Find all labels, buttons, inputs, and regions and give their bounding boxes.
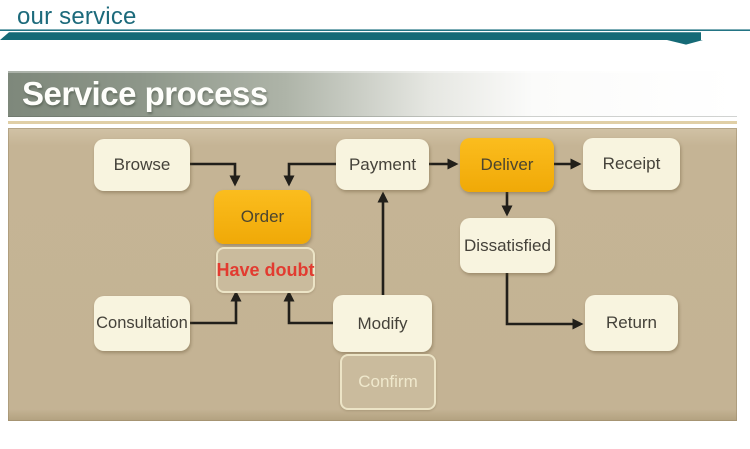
node-order: Order — [214, 190, 311, 244]
teal-ribbon-divider — [0, 29, 750, 45]
node-modify: Modify — [333, 295, 432, 352]
edge-modify-to-have-doubt — [283, 290, 333, 325]
banner-underline — [8, 121, 737, 124]
thin-rule — [0, 29, 750, 31]
node-payment: Payment — [336, 139, 429, 190]
node-consultation: Consultation — [94, 296, 190, 351]
edge-payment-to-order — [283, 162, 336, 187]
flow-arrows-layer — [190, 158, 584, 330]
node-confirm: Confirm — [340, 354, 436, 410]
edge-dissatisfied-to-return — [505, 273, 584, 330]
node-deliver: Deliver — [460, 138, 554, 192]
node-browse: Browse — [94, 139, 190, 191]
node-have-doubt: Have doubt — [216, 247, 315, 293]
page-title: our service — [17, 3, 137, 30]
section-banner: Service process — [8, 71, 737, 117]
edge-consultation-to-have-doubt — [190, 290, 242, 325]
edge-browse-to-order — [190, 162, 241, 187]
service-process-flowchart: Browse Payment Deliver Receipt Order Hav… — [8, 128, 737, 421]
node-return: Return — [585, 295, 678, 351]
node-receipt: Receipt — [583, 138, 680, 190]
node-dissatisfied: Dissatisfied — [460, 218, 555, 273]
section-banner-title: Service process — [22, 75, 268, 112]
ribbon-bar-with-arrow — [0, 32, 703, 45]
